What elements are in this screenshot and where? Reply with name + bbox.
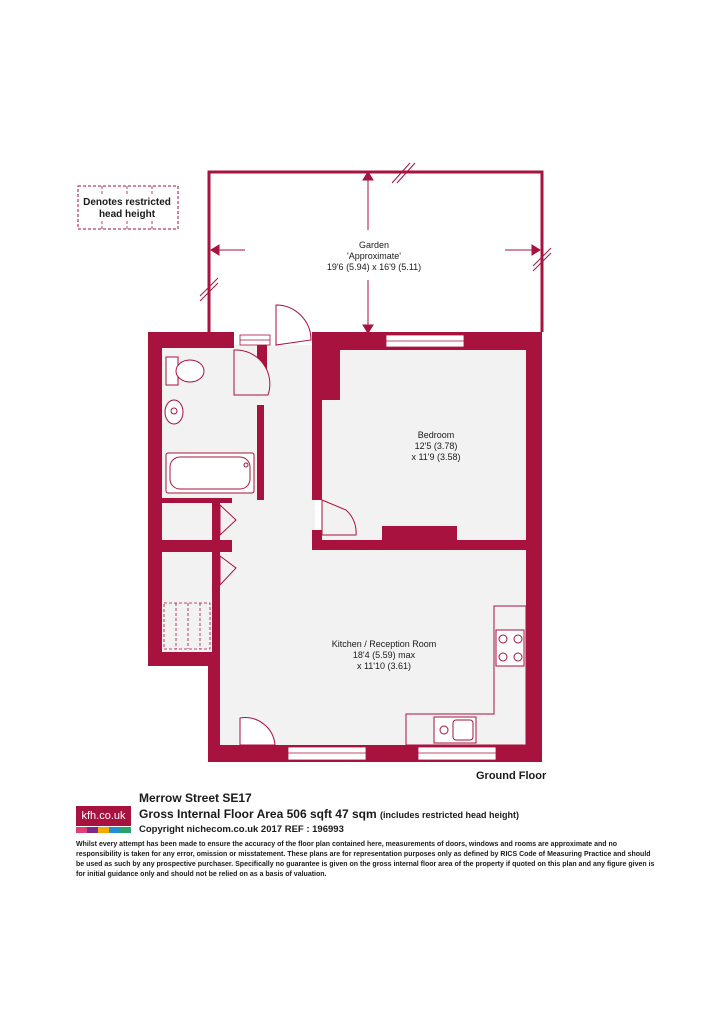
kitchen-dimension-2: x 11'10 (3.61) (357, 661, 411, 671)
wash-basin (164, 399, 184, 425)
garden-note: 'Approximate' (347, 251, 401, 261)
bedroom-dimension-1: 12'5 (3.78) (415, 441, 458, 451)
garden-dimensions: 19'6 (5.94) x 16'9 (5.11) (327, 262, 421, 272)
bathtub (165, 452, 255, 494)
garden-boundary (199, 162, 552, 334)
bedroom-dimension-2: x 11'9 (3.58) (411, 452, 460, 462)
doors (219, 304, 357, 746)
gross-internal-area: Gross Internal Floor Area 506 sqft 47 sq… (139, 807, 519, 821)
property-address: Merrow Street SE17 (139, 791, 252, 805)
stairs (163, 602, 211, 650)
windows (239, 334, 497, 761)
legend-line-1: Denotes restricted (83, 197, 171, 208)
bedroom-name: Bedroom (418, 430, 455, 440)
room-labels: Garden 'Approximate' 19'6 (5.94) x 16'9 … (327, 240, 461, 671)
garden-name: Garden (359, 240, 389, 250)
copyright: Copyright nichecom.co.uk 2017 REF : 1969… (139, 824, 344, 835)
legend-line-2: head height (99, 209, 156, 220)
gia-note: (includes restricted head height) (379, 810, 520, 820)
logo-bar-5 (120, 827, 131, 833)
logo-bar-1 (76, 827, 87, 833)
kitchen-fixtures (405, 605, 527, 746)
kitchen-name: Kitchen / Reception Room (332, 639, 437, 649)
logo-text: kfh.co.uk (76, 806, 131, 826)
disclaimer: Whilst every attempt has been made to en… (76, 841, 655, 878)
restricted-height-legend: Denotes restricted head height (77, 185, 179, 230)
logo-bar-4 (109, 827, 120, 833)
floor-label: Ground Floor (476, 770, 547, 782)
logo-bar-2 (87, 827, 98, 833)
toilet-bowl (175, 359, 205, 383)
bathroom-fixtures (164, 356, 255, 494)
logo-bar-3 (98, 827, 109, 833)
gia-main: Gross Internal Floor Area 506 sqft 47 sq… (139, 807, 377, 821)
kfh-logo: kfh.co.uk (76, 806, 131, 833)
kitchen-dimension-1: 18'4 (5.59) max (353, 650, 416, 660)
